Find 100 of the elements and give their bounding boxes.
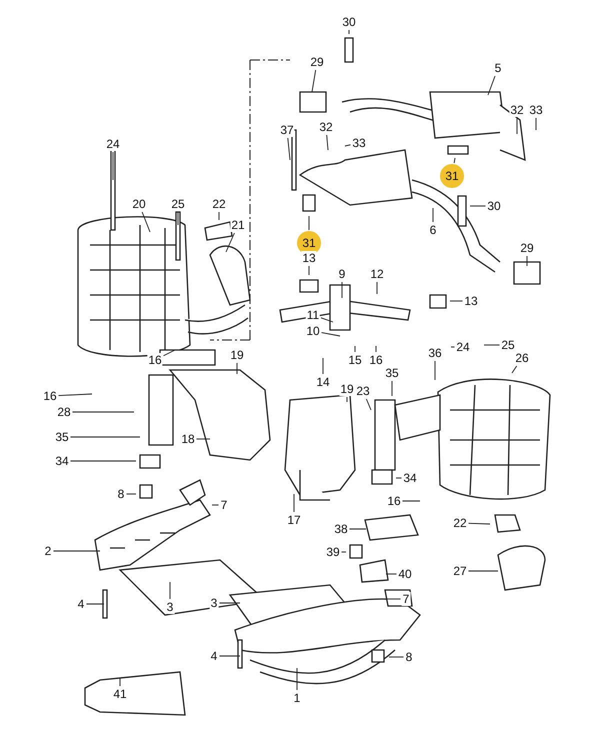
callout-number: 13 [301,251,317,265]
leader-line [344,144,351,146]
callout-number: 22 [211,197,227,211]
leader-line [287,138,290,160]
leader-line [308,216,310,230]
leader-line [308,266,310,276]
leader-line [468,570,498,572]
callout-number: 6 [428,223,438,237]
callout-number: 5 [494,61,502,75]
callout-number: 32 [318,120,334,134]
leader-line [53,550,100,552]
callout-number: 11 [306,308,320,322]
leader-line [312,70,316,92]
highlighted-callout-number: 31 [440,164,464,188]
leader-line [218,212,220,220]
callout-number: 13 [463,294,479,308]
leader-line [366,398,372,410]
leader-line [112,152,114,180]
callout-number: 7 [220,498,228,512]
callout-number: 3 [166,600,174,614]
callout-number: 35 [54,430,70,444]
leader-line [296,668,298,690]
callout-number: 32 [509,103,525,117]
leader-line [402,500,420,502]
callout-number: 19 [339,382,355,396]
leader-line [434,360,436,380]
callout-number: 16 [386,494,402,508]
callout-number: 41 [112,687,128,701]
leader-line [432,208,434,222]
callout-number: 37 [279,123,295,137]
callout-number: 14 [315,375,331,389]
leader-line [354,346,356,352]
callout-number: 20 [131,197,147,211]
callout-number: 34 [54,454,70,468]
leader-line [516,118,518,134]
callout-number: 34 [402,471,418,485]
callout-number: 35 [384,366,400,380]
leader-line [346,396,348,402]
callout-number: 25 [500,338,516,352]
leader-line [512,366,518,374]
callout-number: 2 [44,544,52,558]
callout-number: 33 [351,136,367,150]
leader-line [450,300,463,302]
callout-number: 9 [338,267,346,281]
leader-line [163,350,176,356]
callout-number: 23 [355,384,371,398]
callout-number: 15 [347,353,363,367]
leader-line [468,522,490,524]
callout-number: 30 [486,199,502,213]
leader-line [454,158,456,164]
leader-line [388,656,404,658]
callout-number: 17 [286,513,302,527]
leader-line [386,598,401,600]
leader-line [226,232,235,252]
leader-line [526,256,528,266]
leader-line [236,362,238,374]
callout-number: 36 [427,346,443,360]
leader-line [326,134,328,150]
leader-line [450,346,455,348]
callout-number: 8 [404,650,414,664]
callout-number: 30 [341,15,357,29]
leader-line [376,282,378,294]
callout-number: 16 [368,353,384,367]
callout-number: 28 [56,405,72,419]
callout-number: 4 [210,649,218,663]
leader-line [196,438,210,440]
callout-number: 22 [452,516,468,530]
callout-number: 24 [455,340,471,354]
callout-number: 3 [210,596,218,610]
callout-number: 39 [325,545,341,559]
callout-number: 18 [180,432,196,446]
callout-number: 25 [170,197,186,211]
callout-number: 16 [42,389,58,403]
leader-line [348,30,350,34]
callout-number: 12 [369,267,385,281]
leader-line [349,528,366,530]
callout-number: 29 [519,241,535,255]
leader-line [212,504,219,506]
leader-line [488,76,496,96]
leader-line [322,358,324,374]
callout-number: 40 [397,567,413,581]
callout-number: 10 [305,324,321,338]
callout-number: 33 [528,103,544,117]
callout-number: 8 [116,487,126,501]
callout-number: 4 [76,597,86,611]
callout-number: 1 [292,691,302,705]
callout-number: 29 [309,55,325,69]
callout-number: 38 [333,522,349,536]
callout-number: 7 [402,592,410,606]
callout-number: 24 [105,137,121,151]
callout-number: 21 [230,218,246,232]
leader-line [70,460,136,462]
leader-line [219,602,240,604]
leader-line [142,212,150,232]
leader-line [320,317,334,322]
leader-line [58,394,92,396]
callout-number: 27 [452,564,468,578]
leader-line [484,344,500,346]
callout-number: 26 [514,351,530,365]
leader-line [70,436,140,438]
